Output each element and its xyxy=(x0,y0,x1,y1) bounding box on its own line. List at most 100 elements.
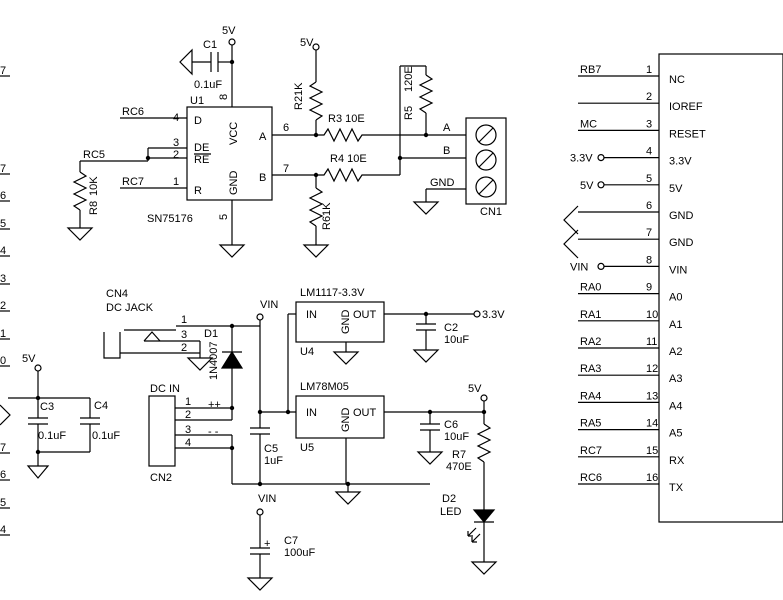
power-section: CN4 DC JACK 1 3 2 D1 1N4007 VIN DC IN xyxy=(103,287,505,591)
cn2-pin-1: 1 xyxy=(185,396,191,408)
header-net-label: RC7 xyxy=(580,445,602,457)
r3-resistor xyxy=(316,127,400,143)
header-pin-name: GND xyxy=(669,210,694,222)
c7-ref: C7 xyxy=(284,535,298,547)
vin-label: VIN xyxy=(260,299,278,311)
u1-pinnum-vcc: 8 xyxy=(218,94,230,100)
d2-type: LED xyxy=(440,506,461,518)
left-net-label: 4 xyxy=(0,245,6,257)
header-pin-number: 3 xyxy=(646,118,652,130)
d2-led xyxy=(472,509,496,523)
header-pin-name: A4 xyxy=(669,400,682,412)
left-net-label: 7 xyxy=(0,442,6,454)
c4-value: 0.1uF xyxy=(92,430,120,442)
header-net-label: RB7 xyxy=(580,64,601,76)
header-pin-name: RX xyxy=(669,455,685,467)
r5-resistor xyxy=(418,74,434,114)
net-terminal xyxy=(597,181,605,189)
header-pin-number: 13 xyxy=(646,390,658,402)
r2-resistor xyxy=(308,81,324,121)
u1-pin-de: DE xyxy=(194,142,209,154)
header-net-label: RA1 xyxy=(580,309,601,321)
left-net-label: 0 xyxy=(0,355,6,367)
u5-5v-label: 5V xyxy=(468,383,482,395)
header-rows: 1NCRB72IOREF3RESETMC43.3V3.3V55V5V6GND7G… xyxy=(570,64,706,494)
v33-label: 3.3V xyxy=(482,309,505,321)
ground-symbol xyxy=(218,244,246,258)
ground-symbol xyxy=(179,48,193,76)
header-net-label: RA5 xyxy=(580,418,601,430)
r7-ref: R7 xyxy=(452,449,466,461)
header-connector xyxy=(658,53,783,523)
u1-pin-b: B xyxy=(259,172,266,184)
header-pin-name: 5V xyxy=(669,183,683,195)
header-pin-number: 11 xyxy=(646,336,657,348)
r8-ref: R8 xyxy=(88,201,100,215)
u1-pin-r: R xyxy=(194,185,202,197)
header-pin-number: 14 xyxy=(646,418,658,430)
ground-symbol xyxy=(416,451,444,465)
header-net-label: 3.3V xyxy=(570,153,593,165)
ground-symbol xyxy=(470,561,498,575)
header-net-label: RA3 xyxy=(580,363,601,375)
u1-pinnum-a: 6 xyxy=(283,122,289,134)
header-net-label: RA2 xyxy=(580,336,601,348)
ground-symbol xyxy=(412,349,440,363)
header-pin-number: 15 xyxy=(646,445,658,457)
ground-symbol xyxy=(563,229,579,259)
header-pin-number: 12 xyxy=(646,363,658,375)
cn4-pin-3: 3 xyxy=(181,329,187,341)
header-pin-number: 7 xyxy=(646,227,652,239)
u1-pin-gnd: GND xyxy=(228,171,240,196)
header-pin-number: 4 xyxy=(646,146,652,158)
cn2-pin-3: 3 xyxy=(185,424,191,436)
cn2-pin-4: 4 xyxy=(185,437,191,449)
ground-symbol xyxy=(246,577,274,591)
ground-symbol xyxy=(563,205,579,235)
r3-label: R3 10E xyxy=(328,113,365,125)
ground-symbol xyxy=(334,491,362,505)
c3-ref: C3 xyxy=(40,401,54,413)
c1-ref: C1 xyxy=(203,39,217,51)
net-rc7: RC7 xyxy=(122,176,144,188)
header-pin-name: VIN xyxy=(669,264,687,276)
header-pin-number: 5 xyxy=(646,173,652,185)
header-pin-name: A1 xyxy=(669,319,682,331)
u5-ref: U5 xyxy=(300,442,314,454)
c3-c4-decoupling: 5V C3 0.1uF C4 0.1uF xyxy=(8,353,120,479)
left-net-label: 1 xyxy=(0,328,6,340)
ground-symbol xyxy=(66,227,94,241)
u1-pinnum-re: 2 xyxy=(173,149,179,161)
header-pin-number: 16 xyxy=(646,472,658,484)
header-net-label: VIN xyxy=(570,261,588,273)
cn2-pin-2: 2 xyxy=(185,409,191,421)
header-pin-name: NC xyxy=(669,74,685,86)
header-pin-number: 1 xyxy=(646,64,652,76)
header-net-label: RA0 xyxy=(580,282,601,294)
u1-designator: U1 xyxy=(190,95,204,107)
cn2-plus-marker: ++ xyxy=(208,399,221,411)
header-pin-number: 9 xyxy=(646,282,652,294)
left-partial-nets: 7 7 6 5 4 3 2 1 0 7 6 5 4 xyxy=(0,65,11,536)
r4-label: R4 10E xyxy=(330,153,367,165)
r6-label: R61K xyxy=(321,202,333,230)
r6-resistor xyxy=(308,187,324,227)
cn4-type: DC JACK xyxy=(106,302,154,314)
header-net-label: RC6 xyxy=(580,472,602,484)
left-net-label: 6 xyxy=(0,190,6,202)
d2-ref: D2 xyxy=(442,493,456,505)
u1-part-name: SN75176 xyxy=(147,213,193,225)
cn1-b-label: B xyxy=(443,145,450,157)
r7-resistor xyxy=(476,423,492,463)
u4-pin-out: OUT xyxy=(353,309,377,321)
left-net-label: 5 xyxy=(0,497,6,509)
header-pin-number: 10 xyxy=(646,309,658,321)
cn1-ref: CN1 xyxy=(480,206,502,218)
left-net-label: 4 xyxy=(0,524,6,536)
header-net-label: RA4 xyxy=(580,390,601,402)
header-pin-name: TX xyxy=(669,482,684,494)
r5-ref: R5 xyxy=(403,106,415,120)
ground-symbol xyxy=(302,244,330,258)
header-pin-number: 6 xyxy=(646,200,652,212)
